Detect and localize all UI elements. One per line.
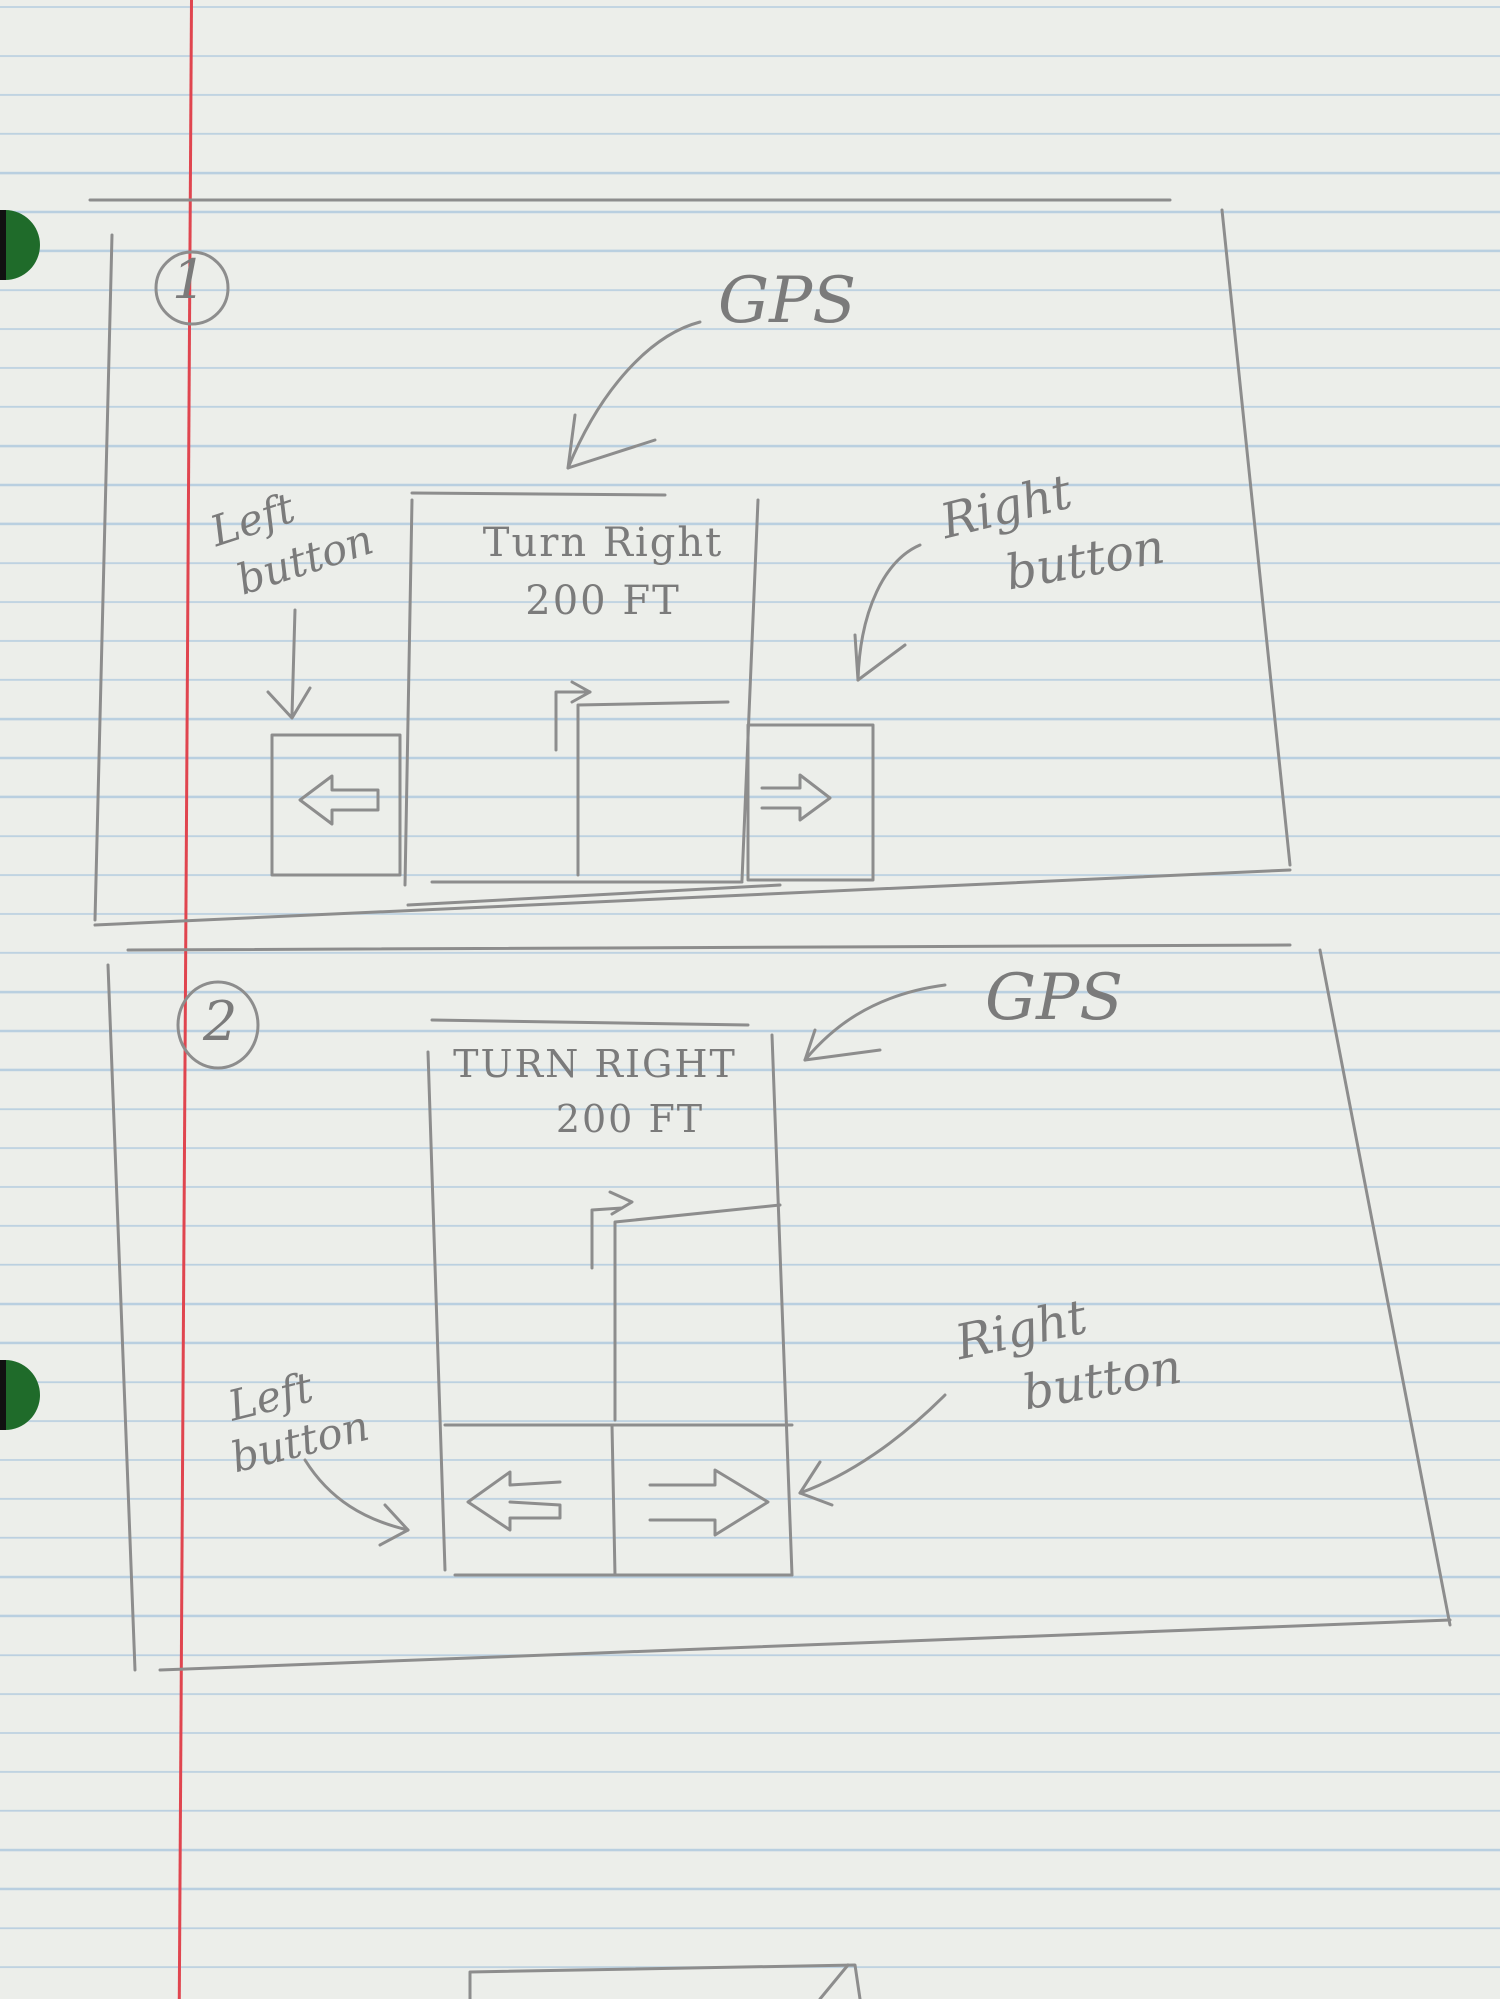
screen-2-distance: 200 FT	[555, 1097, 705, 1141]
right-button-1[interactable]	[746, 723, 875, 882]
left-button-pointer	[266, 608, 312, 720]
left-button-1[interactable]	[270, 733, 402, 877]
gps-pointer-arrow	[566, 320, 702, 470]
sketch-1-frame	[88, 198, 1292, 927]
turn-right-icon	[554, 680, 730, 877]
turn-right-icon	[590, 1190, 782, 1422]
gps-label: GPS	[718, 264, 857, 338]
gps-pointer-arrow	[803, 983, 947, 1062]
screen-1-instruction: Turn Right	[482, 520, 724, 566]
screen-1-distance: 200 FT	[525, 578, 681, 624]
sketch-2-number: 2	[203, 990, 238, 1053]
left-button-2[interactable]	[466, 1470, 562, 1532]
right-button-2[interactable]	[648, 1468, 770, 1537]
sketch-1-number-circle	[154, 250, 230, 326]
right-button-pointer	[798, 1393, 947, 1507]
right-button-pointer	[853, 543, 922, 682]
left-button-pointer	[303, 1458, 410, 1547]
sketch-2-frame	[106, 943, 1452, 1672]
sketch-2-number-circle	[176, 980, 260, 1070]
gps-label: GPS	[985, 961, 1124, 1035]
sketch-3-partial-frame	[468, 1963, 862, 1999]
screen-2-instruction: TURN RIGHT	[453, 1042, 737, 1086]
sketch-1-number: 1	[172, 248, 207, 311]
gps-screen-2	[426, 1018, 794, 1577]
gps-screen-1	[403, 491, 782, 907]
